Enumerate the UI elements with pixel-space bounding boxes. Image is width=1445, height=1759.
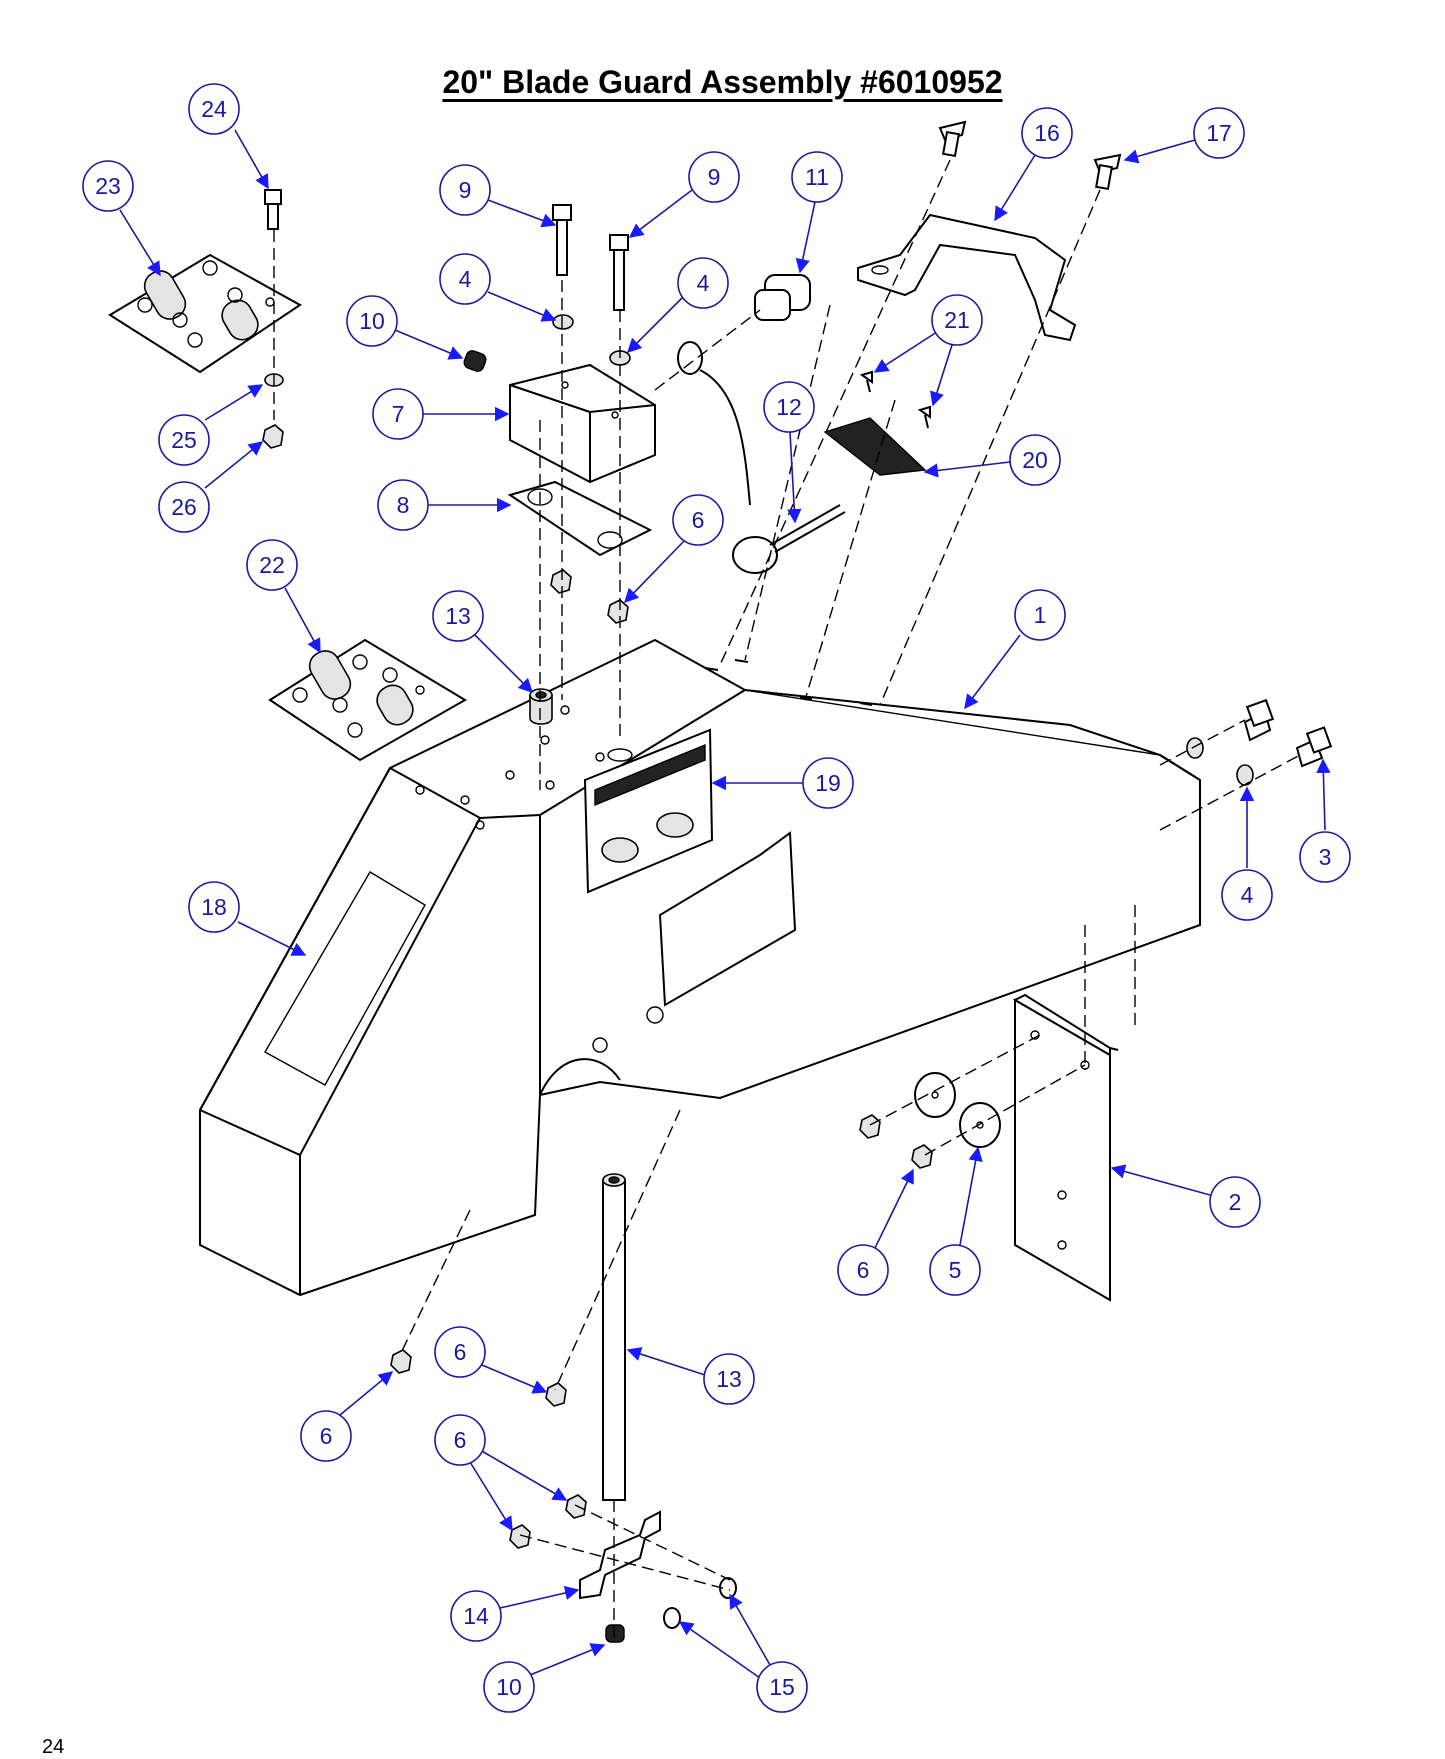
callout-1: 1 <box>964 589 1066 710</box>
svg-text:14: 14 <box>463 1603 489 1629</box>
svg-text:16: 16 <box>1034 120 1060 146</box>
svg-text:6: 6 <box>454 1339 467 1365</box>
svg-text:25: 25 <box>171 427 197 453</box>
callout-19: 19 <box>711 757 854 809</box>
svg-text:19: 19 <box>815 770 841 796</box>
callout-13-lower: 13 <box>626 1347 755 1405</box>
callout-18: 18 <box>188 881 307 956</box>
callout-8: 8 <box>377 479 512 531</box>
side-bolts <box>1186 698 1333 786</box>
svg-text:3: 3 <box>1319 844 1332 870</box>
callout-6-bottom: 6 <box>434 1414 568 1532</box>
svg-text:1: 1 <box>1034 602 1047 628</box>
callout-15: 15 <box>678 1593 808 1713</box>
svg-text:11: 11 <box>805 164 829 190</box>
callout-4a: 4 <box>439 253 557 322</box>
washers-nuts-bracket <box>859 1072 1001 1169</box>
svg-text:20: 20 <box>1022 447 1048 473</box>
callout-13-top: 13 <box>432 590 534 694</box>
callout-20: 20 <box>923 434 1061 486</box>
warning-decal <box>583 728 714 894</box>
callout-23: 23 <box>82 160 161 277</box>
callout-6-bracket: 6 <box>837 1168 914 1296</box>
callout-17: 17 <box>1123 107 1245 164</box>
svg-text:13: 13 <box>445 603 471 629</box>
callout-3: 3 <box>1299 758 1351 883</box>
svg-text:15: 15 <box>769 1674 795 1700</box>
svg-text:22: 22 <box>259 552 285 578</box>
svg-text:13: 13 <box>716 1366 742 1392</box>
callout-9a: 9 <box>439 164 557 228</box>
svg-text:26: 26 <box>171 494 197 520</box>
handle <box>857 213 1077 342</box>
hinge-lower <box>268 638 467 762</box>
svg-text:2: 2 <box>1229 1189 1242 1215</box>
svg-text:23: 23 <box>95 173 121 199</box>
callout-10-top: 10 <box>346 295 464 360</box>
callout-11: 11 <box>791 151 843 274</box>
callout-2: 2 <box>1110 1164 1261 1228</box>
svg-text:4: 4 <box>697 270 710 296</box>
callout-12: 12 <box>763 381 815 524</box>
page-number: 24 <box>42 1736 65 1758</box>
callout-7: 7 <box>372 388 510 440</box>
svg-text:7: 7 <box>392 401 405 427</box>
svg-text:17: 17 <box>1206 120 1232 146</box>
callout-6-left: 6 <box>300 1371 394 1462</box>
callout-14: 14 <box>450 1585 580 1642</box>
svg-text:6: 6 <box>857 1257 870 1283</box>
callout-21: 21 <box>873 294 983 407</box>
svg-text:4: 4 <box>459 266 472 292</box>
svg-text:8: 8 <box>397 492 410 518</box>
svg-text:6: 6 <box>692 507 705 533</box>
callout-4-side: 4 <box>1221 786 1273 921</box>
diagram-title: 20" Blade Guard Assembly #6010952 <box>442 64 1003 100</box>
svg-text:9: 9 <box>459 177 472 203</box>
callout-24: 24 <box>188 83 269 190</box>
guard-housing <box>199 638 1201 1297</box>
svg-text:12: 12 <box>776 394 802 420</box>
callout-10-bottom: 10 <box>483 1643 606 1713</box>
svg-text:10: 10 <box>496 1674 522 1700</box>
callout-6-mid: 6 <box>434 1326 548 1394</box>
callout-25: 25 <box>158 384 264 466</box>
assembly-lines <box>273 159 1301 1640</box>
callouts: 24 23 25 26 9 9 11 16 17 4 4 10 21 7 12 … <box>82 83 1351 1713</box>
svg-text:18: 18 <box>201 894 227 920</box>
callout-9b: 9 <box>628 151 740 238</box>
svg-text:9: 9 <box>708 164 721 190</box>
shaft <box>602 1173 626 1501</box>
svg-text:4: 4 <box>1241 882 1254 908</box>
callout-16: 16 <box>994 107 1073 222</box>
svg-text:6: 6 <box>454 1427 467 1453</box>
mount-plate <box>1012 993 1119 1302</box>
hinge-upper <box>108 253 302 374</box>
svg-text:5: 5 <box>949 1257 962 1283</box>
svg-text:10: 10 <box>359 308 385 334</box>
callout-4b: 4 <box>626 257 729 354</box>
callout-22: 22 <box>246 539 321 654</box>
svg-text:24: 24 <box>201 96 227 122</box>
callout-6-top: 6 <box>623 494 724 604</box>
svg-text:6: 6 <box>320 1423 333 1449</box>
callout-5: 5 <box>929 1146 983 1296</box>
callout-26: 26 <box>158 441 264 533</box>
svg-text:21: 21 <box>944 307 970 333</box>
post-top <box>529 688 553 725</box>
